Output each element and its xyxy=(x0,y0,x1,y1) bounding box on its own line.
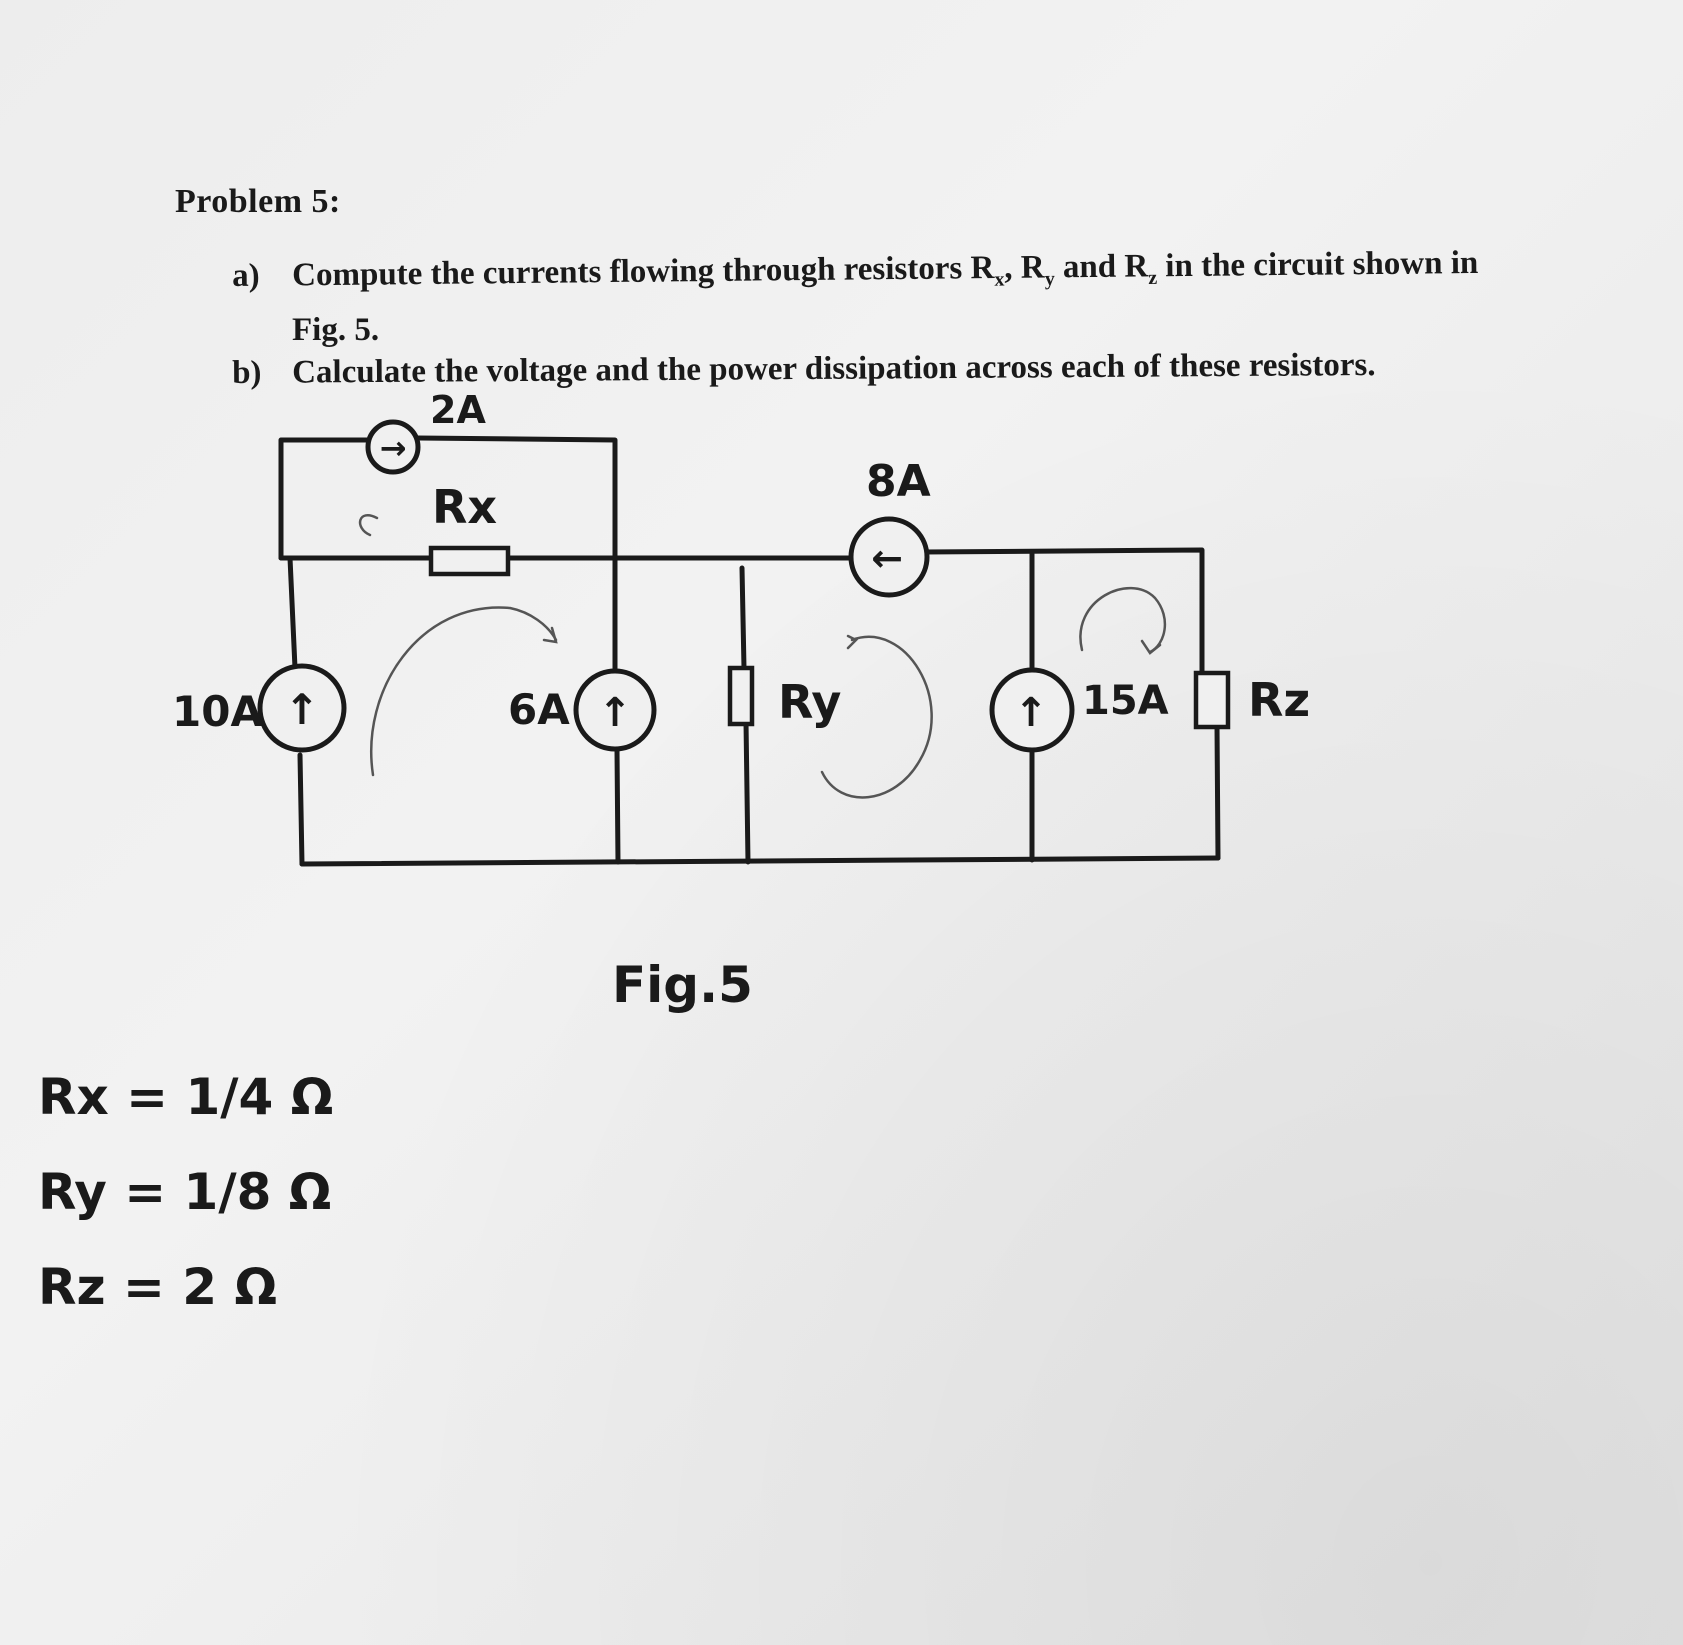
label-10a: 10A xyxy=(172,687,263,736)
wire-top-loop xyxy=(278,435,618,561)
label-ry: Ry xyxy=(778,675,841,729)
arrow-up-icon-6a: ↑ xyxy=(598,690,632,736)
label-8a: 8A xyxy=(866,456,931,507)
label-2a: 2A xyxy=(430,388,486,432)
problem-title: Problem 5: xyxy=(175,183,341,220)
label-15a: 15A xyxy=(1082,678,1169,724)
label-rx: Rx xyxy=(432,480,497,534)
wire-left-branch xyxy=(287,555,305,867)
figure-caption: Fig.5 xyxy=(612,956,753,1014)
wire-bottom xyxy=(299,855,1221,867)
wire-6a-branch xyxy=(612,555,621,865)
loop-arrow-right xyxy=(1079,586,1167,654)
wire-ry-branch xyxy=(739,565,751,865)
current-source-8a xyxy=(848,516,930,598)
resistor-values: Rx = 1/4 Ω Ry = 1/8 Ω Rz = 2 Ω xyxy=(38,1050,333,1335)
current-source-10a xyxy=(257,663,347,753)
current-source-6a xyxy=(573,668,657,752)
current-source-2a xyxy=(365,419,421,475)
label-6a: 6A xyxy=(508,685,570,734)
wire-main-top xyxy=(278,547,1205,678)
arrow-up-icon-15a: ↑ xyxy=(1014,690,1048,736)
question-a-line-2: Fig. 5. xyxy=(292,312,380,348)
resistor-ry xyxy=(727,665,755,727)
arrow-up-icon-10a: ↑ xyxy=(284,685,319,734)
arrow-left-icon: ← xyxy=(871,536,903,580)
label-rz: Rz xyxy=(1248,673,1310,727)
loop-arrow-right-head xyxy=(1140,639,1162,655)
arrow-right-icon: → xyxy=(380,429,407,467)
loop-arrow-main-head xyxy=(542,626,558,644)
value-ry: Ry = 1/8 Ω xyxy=(38,1163,332,1221)
loop-arrow-main xyxy=(370,606,558,777)
loop-arrow-top xyxy=(358,514,379,537)
value-rz: Rz = 2 Ω xyxy=(38,1258,278,1316)
loop-arrow-middle-head xyxy=(846,634,859,650)
current-source-15a xyxy=(989,667,1075,753)
resistor-rx xyxy=(428,545,511,577)
loop-arrow-middle xyxy=(820,635,933,799)
value-rx: Rx = 1/4 Ω xyxy=(38,1068,334,1126)
resistor-rz xyxy=(1193,670,1231,730)
wire-rz-branch xyxy=(1214,723,1221,861)
